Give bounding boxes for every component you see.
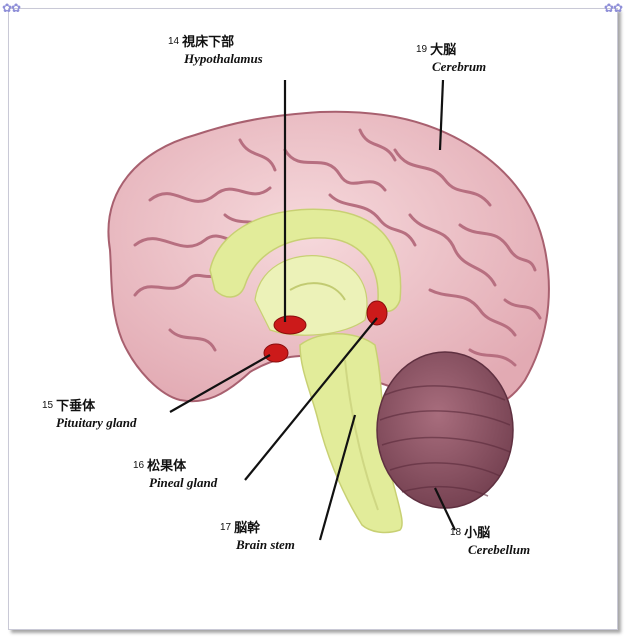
- label-japanese: 下垂体: [56, 399, 96, 414]
- cerebellum-shape: [376, 351, 514, 509]
- label-english: Cerebrum: [432, 58, 487, 74]
- label-english: Brain stem: [236, 536, 295, 552]
- corner-ornament-icon: ✿✿: [603, 1, 623, 15]
- label-number: 16: [133, 460, 145, 471]
- label-number: 14: [168, 36, 180, 47]
- label-japanese: 脳幹: [234, 521, 261, 536]
- label-japanese: 小脳: [464, 526, 491, 541]
- thalamus: [254, 255, 368, 336]
- corner-ornament-icon: ✿✿: [2, 1, 21, 15]
- label-number: 15: [42, 400, 54, 411]
- label-english: Hypothalamus: [184, 50, 263, 66]
- leader-lines: [169, 79, 456, 541]
- label-japanese: 松果体: [147, 459, 187, 474]
- label-number: 19: [416, 44, 428, 55]
- sulci-lines: [133, 128, 542, 367]
- label-japanese: 視床下部: [182, 35, 235, 50]
- label-english: Pineal gland: [149, 474, 218, 490]
- label-japanese: 大脳: [430, 43, 457, 58]
- label-number: 17: [220, 522, 232, 533]
- gland-markers: [263, 300, 388, 363]
- label-english: Cerebellum: [468, 541, 531, 557]
- label-number: 18: [450, 527, 462, 538]
- label-english: Pituitary gland: [56, 414, 137, 430]
